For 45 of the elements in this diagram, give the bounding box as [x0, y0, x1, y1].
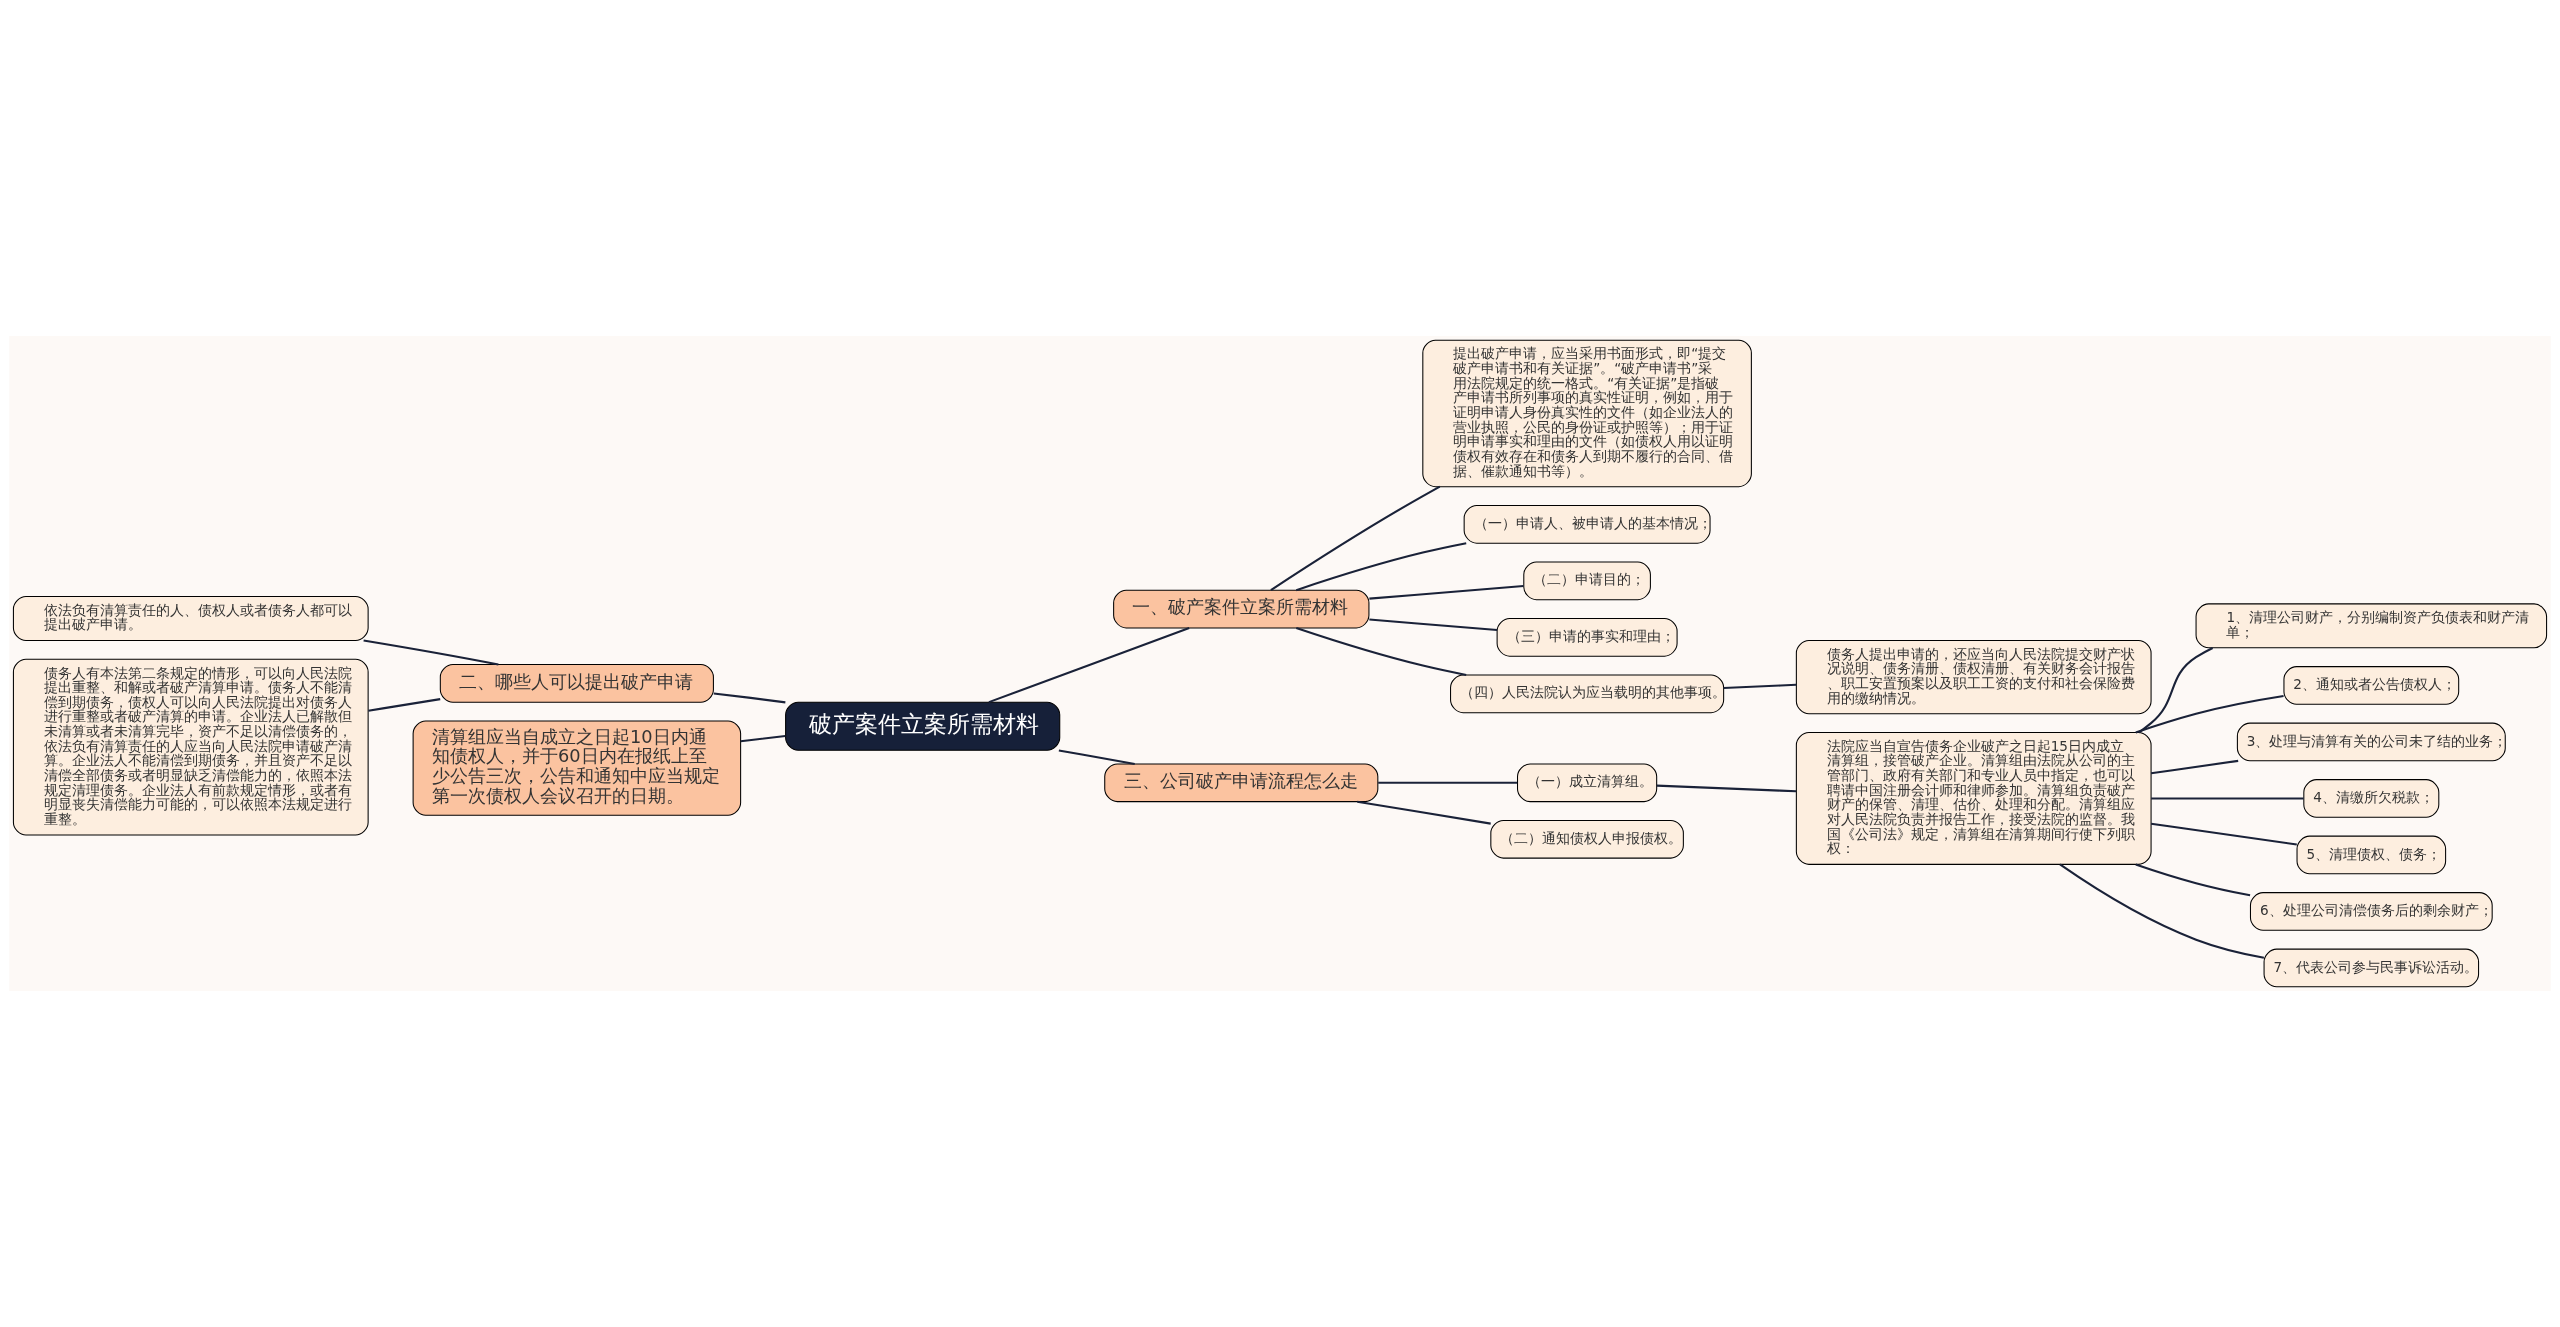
- connector: [1369, 584, 1524, 600]
- node-box: 5、清理债权、债务；: [2296, 835, 2447, 875]
- connector: [2150, 759, 2239, 775]
- connector: [363, 639, 499, 666]
- node-box: （二）通知债权人申报债权。: [1490, 819, 1684, 859]
- node-box: 债务人有本法第二条规定的情形，可以向人民法院提出重整、和解或者破产清算申请。债务人不能清偿到期债务，债权人可以向人民法院提出对债务人进行重整或者破产清算的申请。企业法人已解散但未清算或者未清算完毕，资产不足以清偿债务的，依法负有清算责任的人应当向人民法院申请破产清算。企业法人不能清偿到期债务，并且资产不足以清偿全部债务或者明显缺乏清偿能力的，依照本法规定清理债务。企业法人有前款规定情形，或者有明显丧失清偿能力可能的，可以依照本法规定进行重整。: [12, 658, 369, 836]
- connector: [1378, 781, 1518, 784]
- node-box: 三、公司破产申请流程怎么走: [1104, 763, 1379, 803]
- node-box: 清算组应当自成立之日起10日内通知债权人，并于60日内在报纸上至少公告三次，公告和通知中应当规定第一次债权人会议召开的日期。: [412, 720, 742, 816]
- connector: [1723, 683, 1797, 689]
- connector: [368, 698, 441, 712]
- connector: [2150, 822, 2297, 846]
- connector: [740, 734, 786, 743]
- connector: [1357, 800, 1491, 825]
- connector: [1295, 542, 1467, 592]
- node-box: （一）成立清算组。: [1517, 763, 1658, 803]
- node-box: 7、代表公司参与民事诉讼活动。: [2263, 948, 2480, 988]
- connector: [713, 692, 786, 704]
- connector: [1270, 485, 1441, 591]
- connector: [2135, 863, 2251, 897]
- node-box: （一）申请人、被申请人的基本情况；: [1463, 504, 1711, 544]
- connector: [2059, 863, 2265, 959]
- connector: [2151, 797, 2304, 800]
- node-box: （四）人民法院认为应当载明的其他事项。: [1450, 674, 1725, 714]
- connector: [988, 627, 1190, 704]
- connector: [1656, 784, 1797, 793]
- node-box: 破产案件立案所需材料: [785, 701, 1061, 751]
- connector: [1369, 618, 1498, 632]
- connector: [1295, 627, 1467, 676]
- node-box: 1、清理公司财产，分别编制资产负债表和财产清单；: [2195, 603, 2548, 649]
- connector: [1058, 749, 1135, 765]
- connector: [2135, 694, 2284, 734]
- node-box: 提出破产申请，应当采用书面形式，即“提交破产申请书和有关证据”。“破产申请书”采用法院规定的统一格式。“有关证据”是指破产申请书所列事项的真实性证明，例如，用于证明申请人身份真实性的文件（如企业法人的营业执照，公民的身份证或护照等）；用于证明申请事实和理由的文件（如债权人用以证明债权有效存在和债务人到期不履行的合同、借据、催款通知书等）。: [1422, 339, 1752, 488]
- node-box: 二、哪些人可以提出破产申请: [439, 664, 714, 703]
- node-box: （三）申请的事实和理由；: [1496, 618, 1678, 657]
- node-box: 债务人提出申请的，还应当向人民法院提交财产状况说明、债务清册、债权清册、有关财务会计报告、职工安置预案以及职工工资的支付和社会保险费用的缴纳情况。: [1795, 639, 2152, 715]
- node-box: 4、清缴所欠税款；: [2303, 779, 2440, 818]
- node-box: 依法负有清算责任的人、债权人或者债务人都可以提出破产申请。: [12, 596, 369, 641]
- node-box: 法院应当自宣告债务企业破产之日起15日内成立清算组，接管破产企业。清算组由法院从公司的主管部门、政府有关部门和专业人员中指定，也可以聘请中国注册会计师和律师参加。清算组负责破产财产的保管、清理、估价、处理和分配。清算组应对人民法院负责并报告工作，接受法院的监督。我国《公司法》规定，清算组在清算期间行使下列职权：: [1795, 732, 2152, 865]
- connector: [2138, 647, 2214, 734]
- node-box: 一、破产案件立案所需材料: [1113, 589, 1370, 629]
- node-box: 6、处理公司清偿债务后的剩余财产；: [2249, 892, 2493, 931]
- node-box: （二）申请目的；: [1523, 561, 1651, 601]
- node-box: 2、通知或者公告债权人；: [2283, 666, 2460, 705]
- node-box: 3、处理与清算有关的公司未了结的业务；: [2236, 722, 2506, 762]
